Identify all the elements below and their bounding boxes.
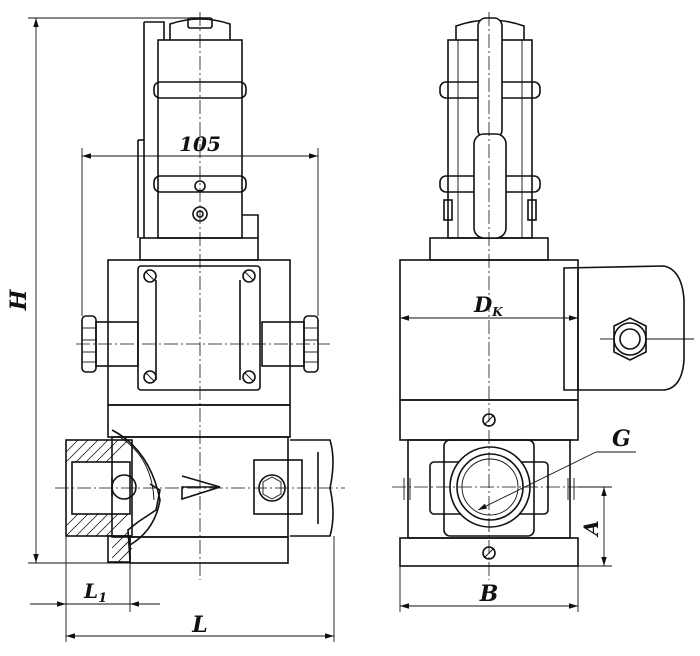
dimension-l1-label: L1 <box>83 579 107 606</box>
front-cover-screws <box>143 269 256 384</box>
flow-direction-arrow-edge <box>181 475 221 488</box>
dimension-105-label: 105 <box>179 132 221 156</box>
side-junction-box <box>563 265 694 391</box>
front-actuator <box>137 17 259 239</box>
front-left-inlet-section <box>65 429 161 563</box>
flow-direction-arrow <box>181 486 221 501</box>
dimension-h-label: H <box>6 288 32 311</box>
dimension-dk-label: DK <box>473 292 503 319</box>
side-view: DK G A B <box>392 12 694 612</box>
dimension-l-label: L <box>191 612 207 638</box>
front-view: 105 H L1 L <box>6 12 345 642</box>
thread-g-label: G <box>612 426 631 452</box>
dimension-b-label: B <box>479 581 499 607</box>
front-neck <box>139 237 259 261</box>
front-body-upper-band <box>107 404 291 438</box>
dimension-a-label: A <box>579 520 603 538</box>
thread-g-leader <box>477 451 597 511</box>
side-actuator <box>439 17 541 239</box>
front-body-bottom <box>129 536 289 564</box>
